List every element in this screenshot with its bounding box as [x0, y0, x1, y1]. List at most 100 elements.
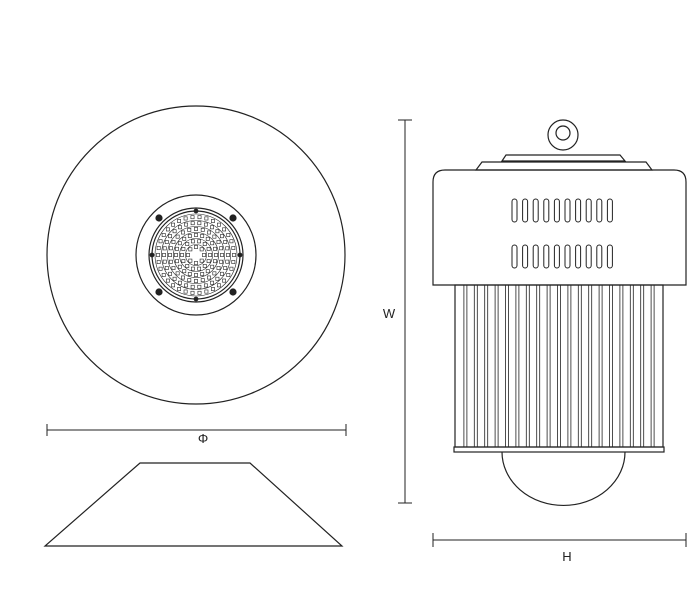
led — [187, 234, 192, 238]
led — [158, 239, 163, 244]
led — [168, 259, 173, 264]
led — [217, 222, 221, 227]
led — [183, 289, 188, 294]
led — [199, 258, 204, 263]
led — [187, 272, 192, 276]
led-ring — [173, 232, 219, 278]
led — [222, 278, 226, 283]
led — [226, 273, 231, 277]
diameter-label: Φ — [198, 431, 208, 446]
led — [226, 253, 230, 257]
vent-slot — [511, 198, 518, 223]
vent-slot — [575, 198, 582, 223]
vent-slot — [532, 198, 539, 223]
led — [156, 260, 161, 264]
led — [181, 259, 186, 263]
heat-sink-fins — [463, 285, 655, 447]
reflector-side-view — [43, 462, 344, 547]
led — [175, 246, 179, 251]
led — [205, 269, 210, 274]
led — [178, 225, 182, 230]
vent-slots — [511, 198, 613, 269]
led — [194, 227, 198, 231]
led — [194, 261, 198, 265]
led — [197, 221, 202, 226]
led — [168, 271, 173, 276]
led — [210, 225, 214, 230]
led — [177, 241, 182, 246]
led — [203, 222, 208, 227]
led — [158, 266, 163, 271]
led — [186, 253, 190, 257]
led — [181, 247, 186, 251]
led — [156, 253, 160, 257]
vent-slot — [585, 244, 592, 269]
led — [225, 259, 230, 264]
led — [203, 283, 208, 288]
led — [175, 234, 180, 239]
led — [168, 246, 173, 251]
led — [177, 264, 182, 269]
width-label: W — [383, 306, 396, 321]
width-dimension — [398, 119, 412, 504]
led — [216, 240, 221, 244]
screw-holes — [149, 208, 243, 302]
led — [168, 234, 173, 239]
board-screw — [193, 296, 199, 302]
led — [171, 240, 176, 244]
led — [200, 272, 205, 276]
vent-slot — [575, 244, 582, 269]
led — [177, 287, 181, 291]
led — [194, 245, 198, 249]
led — [197, 239, 202, 244]
led — [182, 269, 187, 274]
board-screw — [193, 208, 199, 214]
led — [185, 264, 190, 268]
vent-slot — [606, 198, 613, 223]
vent-slot — [553, 198, 560, 223]
led — [213, 259, 217, 264]
screw-hole — [229, 288, 237, 296]
led — [229, 266, 234, 271]
heat-sink — [454, 284, 664, 448]
top-cap — [500, 154, 627, 162]
led — [220, 253, 224, 257]
led — [213, 246, 217, 251]
led — [171, 283, 175, 288]
led-board-inner — [151, 210, 241, 300]
led — [156, 246, 161, 250]
led — [190, 290, 195, 295]
led — [162, 259, 167, 264]
led — [166, 227, 170, 232]
led — [231, 260, 236, 264]
led — [190, 266, 195, 271]
led — [188, 258, 193, 263]
vent-slot — [532, 244, 539, 269]
led — [168, 253, 172, 257]
height-dimension — [432, 533, 687, 547]
led — [232, 253, 236, 257]
lens-dome — [501, 451, 626, 507]
led — [219, 271, 224, 276]
led — [197, 266, 202, 271]
top-view — [46, 105, 346, 405]
led — [162, 253, 166, 257]
led — [222, 227, 226, 232]
led — [175, 259, 179, 264]
screw-hole — [155, 288, 163, 296]
vent-slot — [511, 244, 518, 269]
led — [162, 246, 167, 251]
led — [210, 280, 214, 285]
board-screw — [237, 252, 243, 258]
led — [187, 278, 192, 283]
led — [184, 222, 189, 227]
led — [207, 230, 211, 235]
hanging-ring-hole — [555, 125, 571, 141]
led — [212, 234, 217, 239]
led — [197, 290, 202, 295]
housing-outline — [135, 194, 257, 316]
led — [164, 240, 169, 244]
led — [204, 216, 209, 221]
led — [182, 236, 187, 241]
